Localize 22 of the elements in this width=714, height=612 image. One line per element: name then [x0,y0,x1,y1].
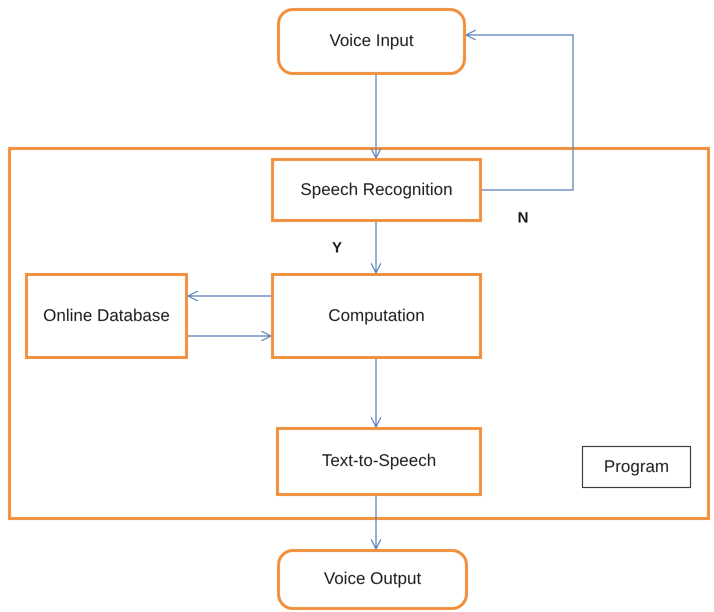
arrow [187,290,271,302]
box-text: Speech Recognition [299,178,454,201]
arrow [370,359,382,428]
box-text: Computation [327,304,426,327]
process-box [271,273,482,359]
program-frame [8,147,710,520]
arrow [370,496,382,550]
box-text: Program [602,456,670,478]
arrow [370,75,382,159]
process-box [277,8,466,75]
box-text: Voice Input [328,30,415,52]
process-box [276,427,482,496]
arrow [188,330,272,342]
process-box [277,549,468,610]
label-box [582,446,691,488]
box-text: Online Database [42,304,171,327]
process-box [25,273,188,359]
box-text: Voice Output [322,568,422,590]
arrow [370,222,382,274]
process-box [271,158,482,222]
arrow [465,29,574,191]
box-text: Text-to-Speech [320,450,438,472]
